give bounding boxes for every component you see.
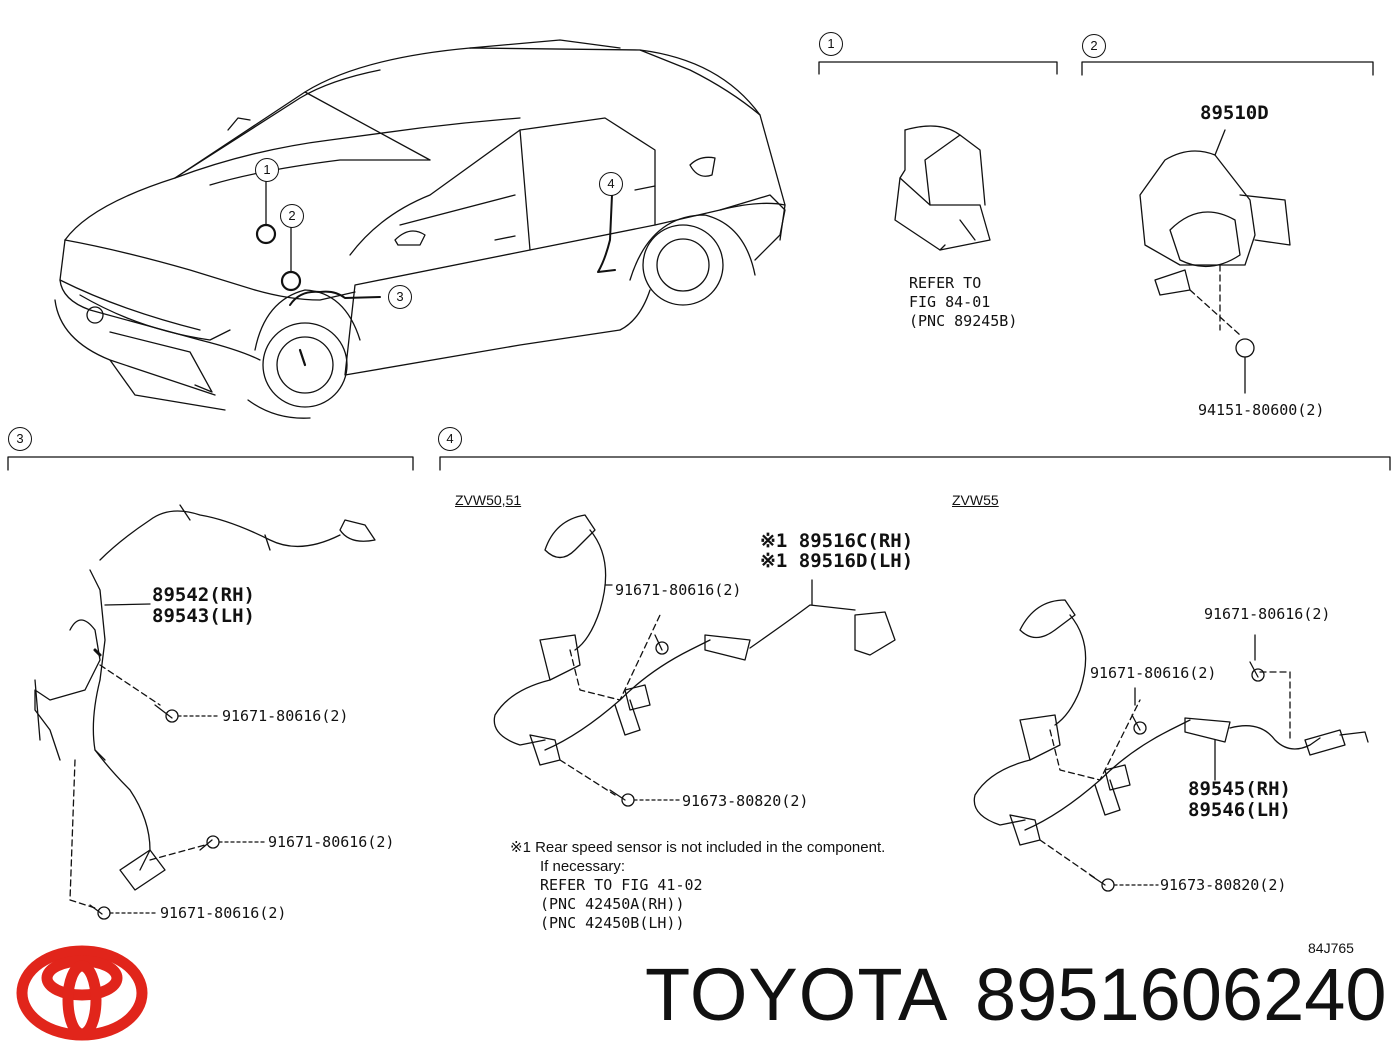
bolt-label-zvw55-1: 91671-80616(2): [1204, 605, 1331, 623]
part-label-89543: 89543(LH): [152, 605, 255, 627]
bolt-label-zvw55-2: 91671-80616(2): [1090, 664, 1217, 682]
front-speed-sensor-harness: [34, 504, 376, 891]
model-label-zvw50: ZVW50,51: [455, 492, 522, 508]
part-label-89542: 89542(RH): [152, 584, 255, 606]
part-label-89510d: 89510D: [1200, 102, 1269, 124]
rear-speed-sensor-harness-zvw55: [973, 599, 1369, 846]
bolt-icon: [1089, 874, 1115, 892]
footnote-line-1: ※1 Rear speed sensor is not included in …: [510, 839, 886, 856]
figure-code: 84J765: [1308, 940, 1354, 956]
part-label-clip: 94151-80600(2): [1198, 401, 1325, 419]
bolt-icon: [1131, 714, 1147, 735]
model-label-zvw55: ZVW55: [952, 492, 999, 508]
refer-line-3: (PNC 89245B): [909, 312, 1018, 330]
airbag-sensor: [1139, 129, 1291, 296]
part-label-89516c: ※1 89516C(RH): [760, 530, 914, 552]
footnote-line-5: (PNC 42450B(LH)): [540, 914, 685, 932]
callout-4-section: 4: [438, 427, 462, 451]
brand-name: TOYOTA: [645, 953, 949, 1036]
part-number: 8951606240: [975, 953, 1387, 1036]
part-label-89546: 89546(LH): [1188, 799, 1291, 821]
bolt-icon: [89, 904, 111, 920]
bolt-icon: [154, 704, 179, 723]
bolt-icon: [199, 835, 220, 851]
car-illustration: [54, 39, 786, 419]
bolt-label-a: 91671-80616(2): [222, 707, 349, 725]
part-label-89516d: ※1 89516D(LH): [760, 550, 914, 572]
footnote-line-2: If necessary:: [540, 858, 626, 875]
bolt-icon: [654, 634, 669, 655]
toyota-logo-icon: [16, 945, 148, 1041]
yaw-rate-sensor: [894, 125, 991, 251]
callout-1-section: 1: [819, 32, 843, 56]
refer-line-1: REFER TO: [909, 274, 982, 292]
bolt-label-zvw50-1: 91671-80616(2): [615, 581, 742, 599]
callout-4-car: 4: [599, 172, 623, 196]
callout-1-car: 1: [255, 158, 279, 182]
bolt-label-zvw55-3: 91673-80820(2): [1160, 876, 1287, 894]
footnote-line-3: REFER TO FIG 41-02: [540, 876, 703, 894]
callout-2-section: 2: [1082, 34, 1106, 58]
bolt-icon: [1249, 661, 1265, 682]
footnote-line-4: (PNC 42450A(RH)): [540, 895, 685, 913]
bolt-label-zvw50-2: 91673-80820(2): [682, 792, 809, 810]
bolt-icon: [609, 789, 635, 807]
callout-3-section: 3: [8, 427, 32, 451]
bolt-label-c: 91671-80616(2): [160, 904, 287, 922]
callout-2-car: 2: [280, 204, 304, 228]
footnote: ※1 Rear speed sensor is not included in …: [510, 838, 885, 933]
refer-line-2: FIG 84-01: [909, 293, 991, 311]
callout-3-car: 3: [388, 285, 412, 309]
part-label-89545: 89545(RH): [1188, 778, 1291, 800]
bolt-label-b: 91671-80616(2): [268, 833, 395, 851]
